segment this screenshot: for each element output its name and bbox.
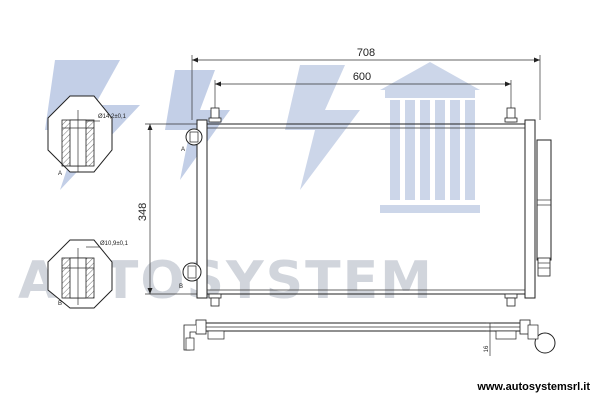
detail-a: Ø14,2±0,1 A <box>47 95 127 177</box>
dimension-708-label: 708 <box>357 47 375 59</box>
dimension-600-label: 600 <box>353 71 371 83</box>
port-b: B <box>179 262 202 290</box>
condenser-front-view: A B <box>179 107 552 307</box>
port-a: A <box>181 128 203 153</box>
detail-b-marker: B <box>58 301 62 307</box>
detail-a-diameter: Ø14,2±0,1 <box>98 114 127 120</box>
detail-b: Ø10,9±0,1 B <box>47 239 129 309</box>
svg-text:A: A <box>181 147 185 153</box>
detail-b-diameter: Ø10,9±0,1 <box>100 241 129 247</box>
dimension-overall-width: 708 <box>191 47 541 120</box>
condenser-bottom-view: 16 <box>183 319 556 356</box>
dimension-348-label: 348 <box>137 203 149 221</box>
detail-a-marker: A <box>58 171 62 177</box>
dimension-mount-spacing: 600 <box>214 71 512 108</box>
svg-text:B: B <box>179 284 183 290</box>
dimension-core-height: 348 <box>137 123 200 295</box>
website-url: www.autosystemsrl.it <box>477 381 590 393</box>
dimension-16-label: 16 <box>484 345 490 352</box>
